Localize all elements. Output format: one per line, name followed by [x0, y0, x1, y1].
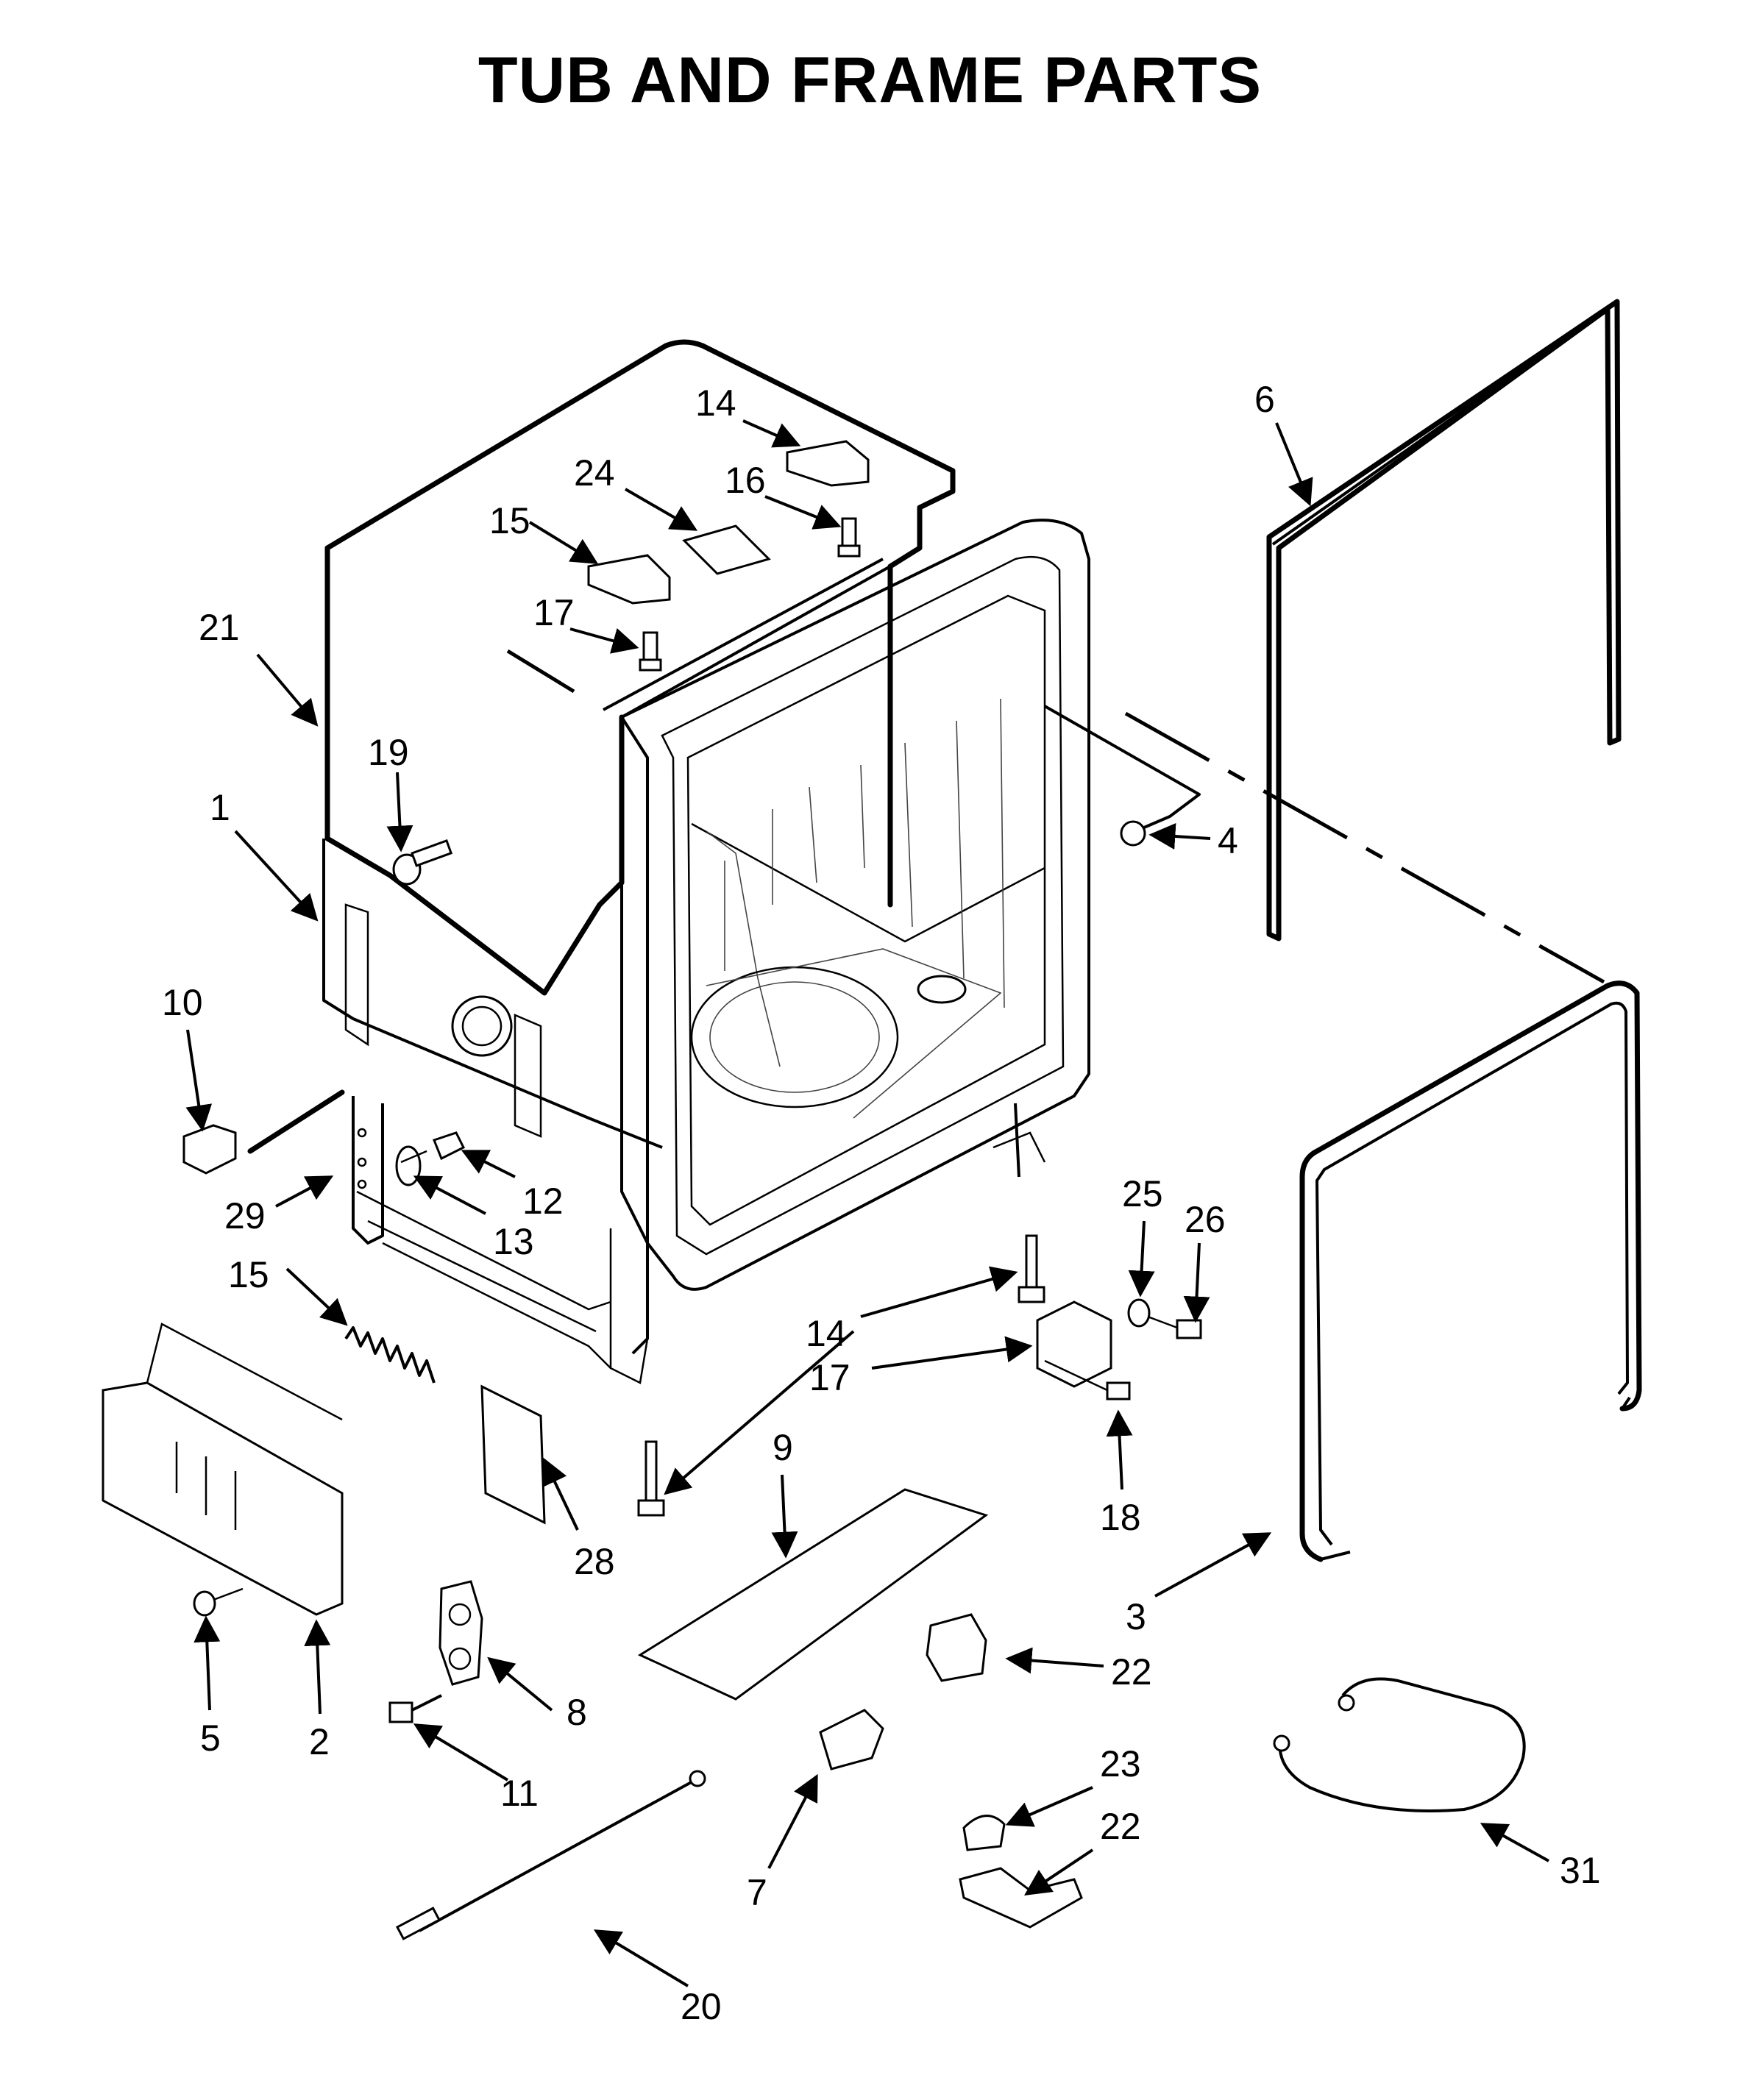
sensor-wire-20	[395, 1770, 706, 1940]
callout-6: 6	[1254, 379, 1275, 420]
callout-28: 26	[1185, 1199, 1226, 1240]
bolt-21	[392, 839, 453, 886]
hinge-bracket-lower	[587, 554, 671, 605]
callout-23: 21	[199, 607, 240, 648]
toe-panel	[102, 1381, 344, 1616]
callout-21: 19	[368, 732, 409, 773]
callout-4: 4	[1218, 820, 1238, 861]
callout-16: 15	[228, 1254, 269, 1295]
callout-26: 24	[574, 452, 615, 494]
screw-12	[400, 1131, 466, 1164]
callout-13: 13	[493, 1221, 534, 1262]
callout-17-top: 16	[725, 460, 766, 501]
callout-12: 12	[522, 1181, 564, 1222]
tub-gasket-lower	[1299, 980, 1642, 1562]
callout-25: 23	[1100, 1743, 1141, 1784]
sensor-25	[962, 1815, 1006, 1851]
screw-upper	[837, 517, 861, 558]
plug	[1120, 820, 1146, 847]
callout-27: 25	[1122, 1173, 1163, 1214]
callout-30: 28	[574, 1541, 615, 1582]
callout-18: 18	[1100, 1497, 1141, 1538]
tub-assembly	[322, 339, 1090, 1384]
callout-5: 5	[200, 1718, 221, 1759]
plate-9	[637, 1488, 989, 1701]
callout-19: 17	[809, 1357, 851, 1398]
callout-31: 31	[1560, 1850, 1601, 1891]
screw-18	[1044, 1359, 1131, 1400]
hose-31	[1278, 1677, 1526, 1812]
screw-11	[388, 1694, 442, 1723]
base-frame	[352, 1096, 611, 1369]
leveling-leg-left	[637, 1440, 665, 1517]
callout-1: 1	[210, 787, 230, 828]
screw-lower	[639, 631, 662, 672]
bracket-24	[959, 1867, 1083, 1929]
callout-2: 2	[309, 1721, 330, 1762]
callout-labels: 14 24 16 15 17 21 19 1 6 4 10 29 12 13 1…	[162, 379, 1601, 2027]
callout-11: 11	[500, 1773, 539, 1814]
connector-7	[819, 1709, 884, 1770]
insulation-pad	[480, 1384, 546, 1525]
switch-22	[926, 1613, 987, 1682]
leveling-leg-right	[1018, 1234, 1045, 1303]
plug-5	[193, 1587, 244, 1617]
leader-lines	[185, 419, 1549, 1987]
callout-15-top: 14	[695, 382, 736, 424]
hinge-bracket-upper	[786, 440, 870, 487]
washer-27	[1127, 1298, 1151, 1328]
screw-28	[1147, 1315, 1202, 1339]
callout-14: 14	[806, 1313, 847, 1354]
callout-7: 7	[747, 1872, 767, 1913]
clip	[682, 524, 771, 575]
callout-15-lower: 15	[489, 500, 530, 541]
callout-22: 22	[1111, 1651, 1152, 1693]
spring	[344, 1326, 436, 1384]
door-gasket-upper	[1266, 299, 1622, 942]
callout-29: 29	[224, 1195, 266, 1236]
callout-10: 10	[162, 982, 203, 1023]
callout-17-lower: 17	[533, 592, 575, 633]
callout-9: 9	[773, 1427, 793, 1468]
diagram-title: TUB AND FRAME PARTS	[477, 43, 1263, 116]
callout-8: 8	[567, 1692, 587, 1733]
callout-24: 22	[1100, 1806, 1141, 1847]
callout-20: 20	[681, 1986, 722, 2027]
washer-13	[395, 1145, 422, 1186]
callout-3: 3	[1126, 1596, 1146, 1637]
bracket-10	[182, 1124, 237, 1175]
